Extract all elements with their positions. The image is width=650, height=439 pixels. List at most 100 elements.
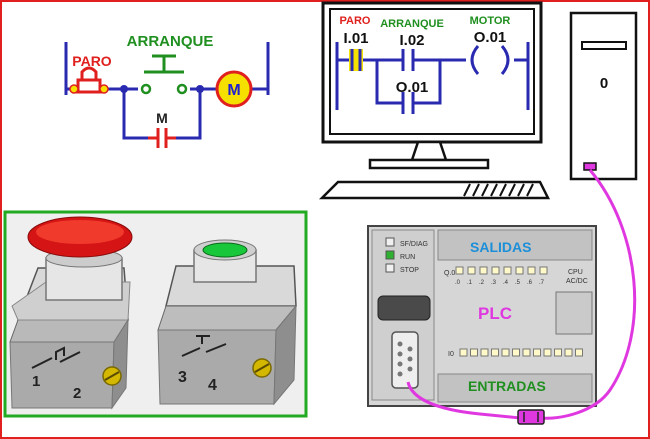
stop-terminal-2: 2: [73, 385, 81, 402]
screen-motor-address: O.01: [474, 29, 507, 46]
input-led: [512, 348, 520, 357]
output-led: [539, 266, 548, 275]
outputs-prefix: Q.0: [444, 270, 455, 277]
plc-top-terminal-strip: [437, 229, 593, 261]
start-terminal-4: 4: [208, 377, 217, 394]
screen-stop-label: PARO: [340, 15, 371, 27]
junction-dot-left: [120, 85, 128, 93]
cable-adapter: [517, 409, 545, 425]
plc-unit: SF/DIAG RUN STOP SALIDAS Q.0 .0 .1 .2 .3 .4.…: [367, 225, 597, 407]
holding-contact-label: M: [156, 110, 168, 126]
keyboard-key: [481, 183, 489, 197]
start-terminal-3: 3: [178, 369, 187, 386]
plc-label: PLC: [478, 304, 512, 323]
motor-letter: M: [227, 82, 240, 99]
db9-port: [391, 331, 419, 389]
keyboard-key: [490, 183, 498, 197]
output-led: [491, 266, 500, 275]
input-led: [501, 348, 510, 357]
input-led: [543, 348, 552, 357]
computer-monitor: PARO I.01 ARRANQUE I.02 MOTOR O.01 O.01: [321, 1, 543, 170]
output-led: [467, 266, 476, 275]
input-led: [470, 348, 478, 357]
output-led: [479, 266, 488, 275]
keyboard-key: [499, 183, 507, 197]
run-label: RUN: [400, 254, 415, 261]
keyboard-key: [472, 183, 480, 197]
keyboard-key: [526, 183, 534, 197]
input-led: [564, 348, 573, 357]
outputs-title: SALIDAS: [470, 239, 531, 255]
screen-stop-address: I.01: [343, 30, 368, 47]
cpu-model-line1: CPU: [568, 269, 583, 276]
stop-push-button: 1 2: [9, 216, 133, 410]
inputs-prefix: I0: [448, 351, 454, 358]
output-led: [515, 266, 524, 275]
output-number-label: .6: [527, 280, 533, 286]
tower-case: [569, 11, 638, 181]
keyboard-key: [517, 183, 525, 197]
input-led: [575, 348, 583, 357]
screen-stop-contact: [349, 49, 363, 71]
screen-start-address: I.02: [399, 32, 424, 49]
memory-cartridge-slot: [377, 295, 431, 321]
motor-symbol: [215, 70, 253, 108]
input-led: [533, 348, 541, 357]
start-button-symbol: [138, 54, 190, 96]
serial-cable-pc-side: [539, 169, 637, 420]
sf-diag-led: [385, 237, 395, 247]
holding-branch-right: [176, 89, 202, 140]
screen-start-label: ARRANQUE: [380, 18, 444, 30]
ladder-schematic: M PARO ARRANQUE M: [64, 33, 270, 148]
monitor-base: [368, 158, 490, 170]
output-led: [455, 266, 464, 275]
stop-terminal-1: 1: [32, 373, 40, 390]
monitor-neck: [410, 140, 448, 162]
stop-led: [385, 263, 395, 273]
junction-dot-right: [196, 85, 204, 93]
output-number-label: .0: [455, 280, 461, 286]
output-number-label: .5: [515, 280, 521, 286]
stop-status-label: STOP: [400, 267, 419, 274]
screen-start-contact: [401, 49, 415, 71]
holding-branch-left: [122, 89, 148, 140]
cpu-cover-flap: [555, 291, 593, 335]
monitor-screen: [329, 8, 535, 135]
power-indicator: 0: [600, 75, 608, 92]
screen-holding-address: O.01: [396, 79, 429, 96]
output-led: [503, 266, 512, 275]
serial-cable-plc-side: [406, 381, 521, 420]
input-led: [491, 348, 499, 357]
output-number-label: .2: [479, 280, 485, 286]
keyboard-key: [508, 183, 516, 197]
keyboard-key: [463, 183, 471, 197]
input-led: [459, 348, 468, 357]
output-number-label: .4: [503, 280, 509, 286]
sf-diag-label: SF/DIAG: [400, 241, 428, 248]
output-number-label: .3: [491, 280, 497, 286]
input-led: [480, 348, 489, 357]
cpu-model-line2: AC/DC: [566, 278, 588, 285]
push-buttons-photo: 1 2 3 4: [3, 210, 308, 418]
serial-port: [583, 162, 597, 171]
stop-button-symbol: [69, 66, 109, 96]
run-led: [385, 250, 395, 260]
input-led: [554, 348, 562, 357]
keyboard: [318, 180, 551, 200]
plc-bottom-terminal-strip: [437, 373, 593, 403]
pc-tower: 0: [569, 11, 638, 181]
stop-label: PARO: [72, 53, 112, 69]
start-push-button: 3 4: [157, 239, 298, 406]
output-led: [527, 266, 536, 275]
screen-holding-contact: [401, 92, 415, 114]
output-number-label: .7: [539, 280, 545, 286]
start-label: ARRANQUE: [127, 33, 214, 50]
inputs-title: ENTRADAS: [468, 378, 546, 394]
screen-motor-coil: [470, 45, 510, 75]
holding-contact-symbol: [148, 128, 176, 148]
screen-motor-label: MOTOR: [470, 15, 511, 27]
output-number-label: .1: [467, 280, 473, 286]
